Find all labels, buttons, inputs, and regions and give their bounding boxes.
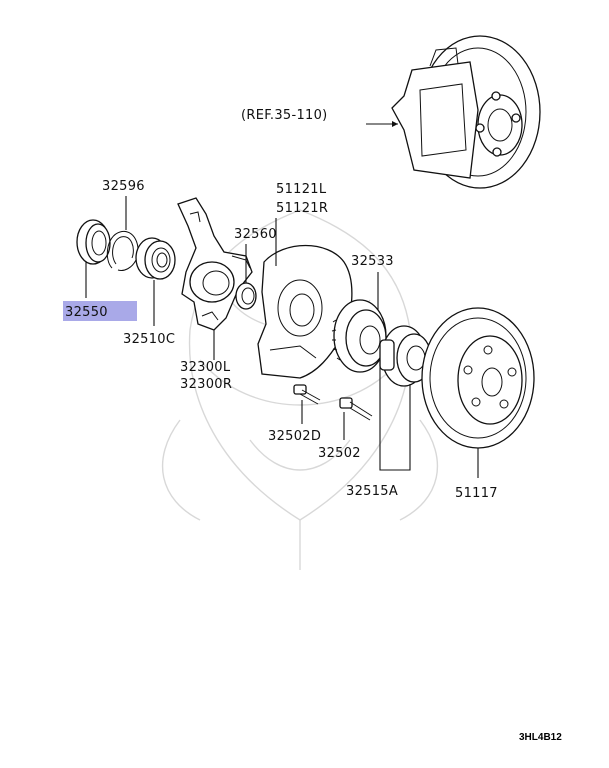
bolt-32502d bbox=[293, 384, 321, 405]
label-32300l[interactable]: 32300L bbox=[180, 360, 231, 375]
label-32533[interactable]: 32533 bbox=[351, 254, 394, 269]
label-32510c[interactable]: 32510C bbox=[123, 332, 175, 347]
brake-caliper-assembly bbox=[391, 35, 541, 189]
oil-seal-32550 bbox=[76, 219, 111, 265]
hub-bolt-32502 bbox=[339, 397, 373, 421]
label-32502[interactable]: 32502 bbox=[318, 446, 361, 461]
leader-32515a bbox=[379, 360, 411, 471]
label-32515a[interactable]: 32515A bbox=[346, 484, 398, 499]
brake-disc-51117 bbox=[421, 307, 535, 449]
ring-32560 bbox=[235, 282, 257, 310]
label-32550[interactable]: 32550 bbox=[65, 305, 108, 320]
label-32300r[interactable]: 32300R bbox=[180, 377, 232, 392]
reference-label: (REF.35-110) bbox=[241, 108, 328, 123]
label-51117[interactable]: 51117 bbox=[455, 486, 498, 501]
steering-knuckle-32300 bbox=[177, 197, 253, 331]
label-32502d[interactable]: 32502D bbox=[268, 429, 321, 444]
label-32596[interactable]: 32596 bbox=[102, 179, 145, 194]
label-32560[interactable]: 32560 bbox=[234, 227, 277, 242]
highlight-32550 bbox=[63, 301, 137, 321]
snap-ring-32596 bbox=[106, 230, 139, 271]
abs-rotor-32533 bbox=[331, 299, 387, 373]
bearing-32510c bbox=[135, 237, 176, 280]
label-51121l[interactable]: 51121L bbox=[276, 182, 327, 197]
diagram-code: 3HL4B12 bbox=[519, 732, 562, 743]
label-51121r[interactable]: 51121R bbox=[276, 201, 328, 216]
